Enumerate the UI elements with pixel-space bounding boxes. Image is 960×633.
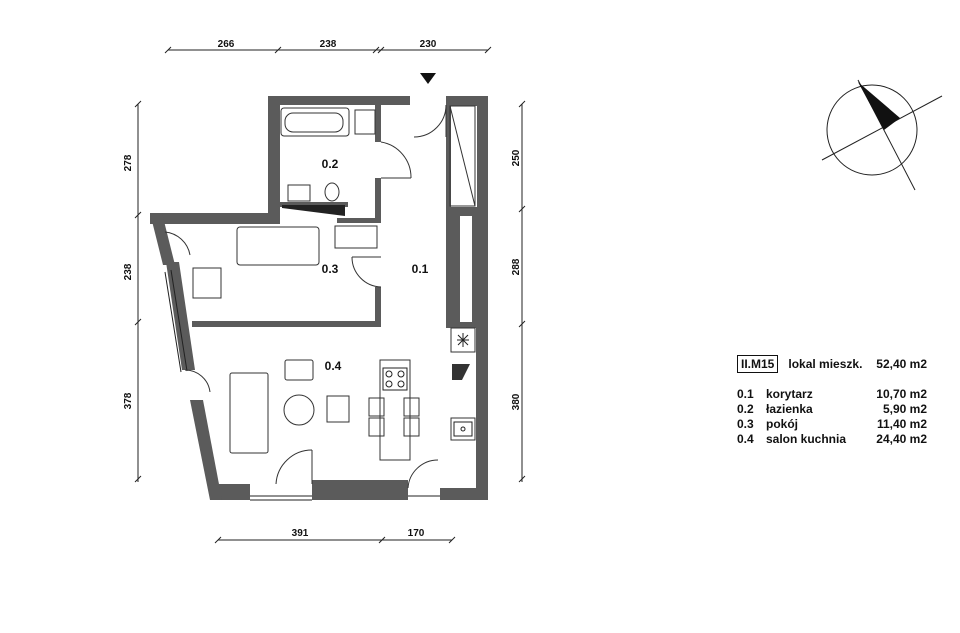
- dim-top-1: 266: [218, 39, 235, 50]
- room-area: 5,90 m2: [882, 402, 927, 416]
- dim-left-2: 238: [123, 263, 134, 280]
- room-label-corridor: 0.1: [412, 262, 429, 276]
- dim-bottom-2: 170: [408, 528, 425, 539]
- room-name: pokój: [766, 417, 798, 431]
- dim-top-2: 238: [320, 39, 337, 50]
- room-name: salon kuchnia: [766, 432, 847, 446]
- room-label-room: 0.3: [322, 262, 339, 276]
- room-num: 0.1: [737, 387, 754, 401]
- room-name: korytarz: [766, 387, 813, 401]
- entrance-arrow-icon: [420, 73, 436, 84]
- area-legend: II.M15 lokal mieszk. 52,40 m2 0.1 koryta…: [737, 355, 927, 447]
- unit-code: II.M15: [737, 355, 779, 373]
- dimension-labels: 266 238 230 391 170 278 238 378 250 288 …: [123, 39, 522, 539]
- unit-summary: II.M15 lokal mieszk. 52,40 m2: [737, 355, 927, 373]
- room-row: 0.4 salon kuchnia 24,40 m2: [737, 432, 927, 447]
- dimension-lines: [134, 46, 526, 544]
- room-name: łazienka: [766, 402, 813, 416]
- dim-top-3: 230: [420, 39, 437, 50]
- room-num: 0.4: [737, 432, 754, 446]
- fridge-icon: [457, 333, 469, 347]
- unit-label: lokal mieszk.: [788, 357, 863, 371]
- dim-left-3: 378: [123, 392, 134, 409]
- dim-right-2: 288: [511, 258, 522, 275]
- dim-right-3: 380: [511, 393, 522, 410]
- sink-icon: [453, 421, 473, 437]
- room-row: 0.3 pokój 11,40 m2: [737, 417, 927, 432]
- room-area: 24,40 m2: [876, 432, 927, 446]
- unit-area: 52,40 m2: [876, 357, 927, 371]
- room-num: 0.2: [737, 402, 754, 416]
- north-arrow-icon: [821, 79, 943, 191]
- dim-right-1: 250: [511, 149, 522, 166]
- room-area: 11,40 m2: [876, 417, 927, 431]
- room-row: 0.2 łazienka 5,90 m2: [737, 402, 927, 417]
- room-area: 10,70 m2: [876, 387, 927, 401]
- windows: [164, 269, 440, 501]
- room-row: 0.1 korytarz 10,70 m2: [737, 387, 927, 402]
- dim-bottom-1: 391: [292, 528, 309, 539]
- room-label-bathroom: 0.2: [322, 157, 339, 171]
- room-label-living-kitchen: 0.4: [325, 359, 342, 373]
- dim-left-1: 278: [123, 154, 134, 171]
- hob-icon: [382, 367, 408, 391]
- doors: [164, 104, 447, 489]
- room-num: 0.3: [737, 417, 754, 431]
- oven-icon: [452, 364, 470, 380]
- walls: [150, 96, 488, 500]
- bath-shelf: [282, 205, 345, 216]
- fixtures: [192, 105, 476, 461]
